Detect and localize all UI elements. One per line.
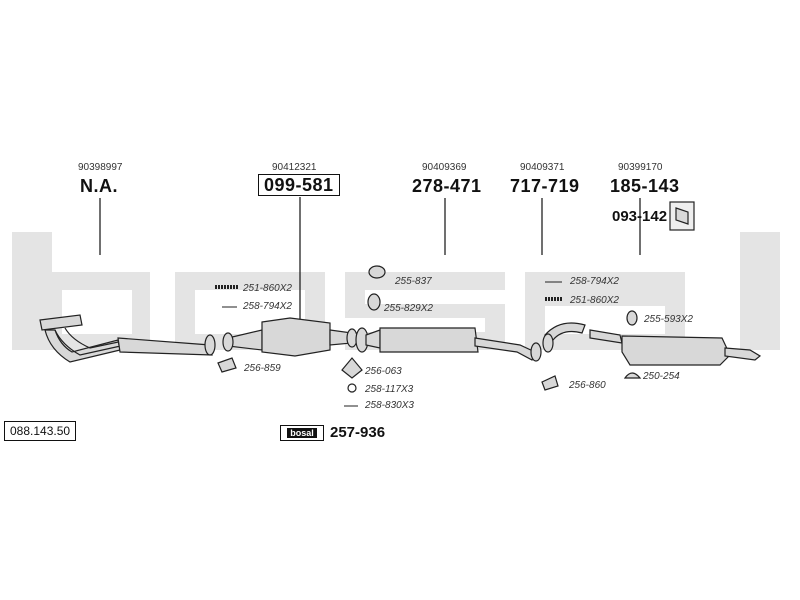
oe-number-3: 90409369 bbox=[422, 162, 467, 173]
rear-muffler bbox=[589, 329, 762, 366]
label-258-830: 258-830X3 bbox=[365, 400, 414, 411]
label-250-254: 250-254 bbox=[643, 371, 680, 382]
label-256-859: 256-859 bbox=[244, 363, 281, 374]
part-number-5: 185-143 bbox=[610, 176, 680, 196]
kit-logo-text: bosal bbox=[287, 428, 317, 438]
label-251-860-right: 251-860X2 bbox=[570, 295, 619, 306]
label-258-794-right: 258-794X2 bbox=[570, 276, 619, 287]
part-number-4: 717-719 bbox=[510, 176, 580, 196]
catalytic-converter bbox=[222, 317, 358, 357]
label-258-794-left: 258-794X2 bbox=[243, 301, 292, 312]
label-256-063: 256-063 bbox=[365, 366, 402, 377]
hardware-icons bbox=[215, 201, 695, 407]
intermediate-pipe bbox=[542, 322, 586, 353]
oe-number-4: 90409371 bbox=[520, 162, 565, 173]
front-muffler bbox=[355, 327, 542, 362]
oe-number-1: 90398997 bbox=[78, 162, 123, 173]
kit-part-number: 257-936 bbox=[330, 424, 386, 441]
oe-number-2: 90412321 bbox=[272, 162, 317, 173]
reference-number: 088.143.50 bbox=[4, 421, 77, 441]
label-255-593: 255-593X2 bbox=[644, 314, 693, 325]
part-number-3: 278-471 bbox=[412, 176, 482, 196]
part-number-2: 099-581 bbox=[258, 174, 340, 196]
label-251-860-left: 251-860X2 bbox=[243, 283, 292, 294]
exhaust-manifold bbox=[39, 314, 216, 363]
label-258-117: 258-117X3 bbox=[365, 384, 414, 395]
extra-part-number: 093-142 bbox=[612, 208, 668, 225]
label-255-829: 255-829X2 bbox=[384, 303, 433, 314]
kit-logo: bosal bbox=[280, 425, 324, 441]
part-number-1: N.A. bbox=[80, 176, 118, 196]
oe-number-5: 90399170 bbox=[618, 162, 663, 173]
label-256-860: 256-860 bbox=[569, 380, 606, 391]
label-255-837: 255-837 bbox=[395, 276, 432, 287]
